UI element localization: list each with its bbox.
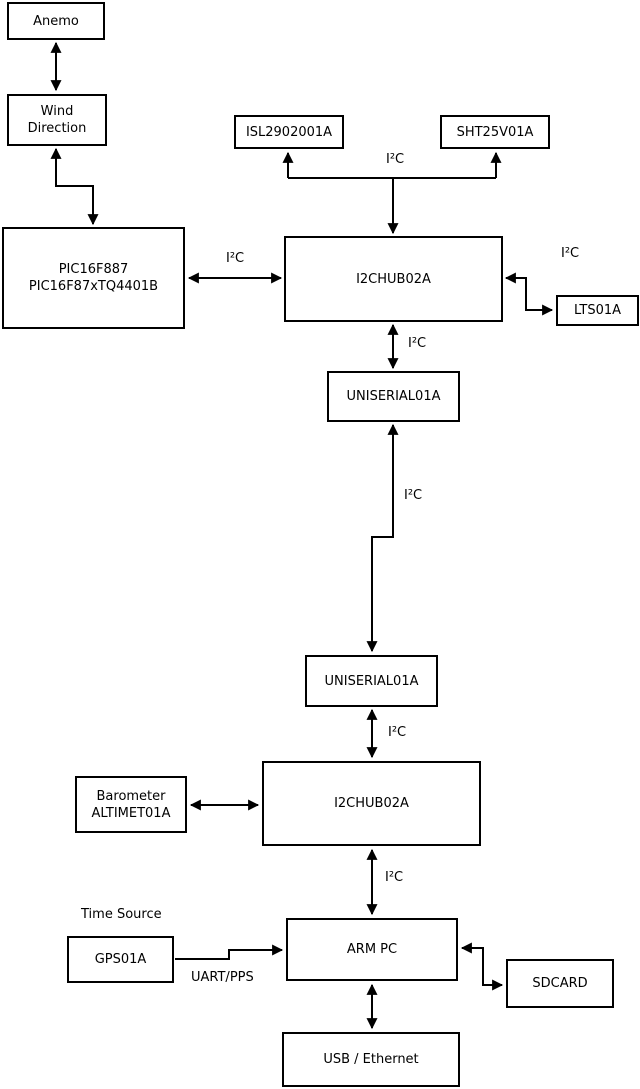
node-label: Wind [40, 104, 74, 119]
node-label: LTS01A [573, 303, 622, 318]
node-label: ARM PC [346, 942, 398, 957]
edge-label-i2c-long: I²C [404, 488, 423, 503]
node-label: I2CHUB02A [334, 796, 409, 811]
edge-label-uart-pps: UART/PPS [191, 970, 254, 985]
node-label: USB / Ethernet [323, 1052, 419, 1067]
node-sht25v01a: SHT25V01A [440, 115, 550, 149]
edge-gps-armpc [175, 944, 284, 960]
edge-hub1-lts [504, 272, 554, 316]
edge-label-time-source: Time Source [81, 907, 162, 922]
node-arm-pc: ARM PC [286, 918, 458, 981]
node-label: ISL2902001A [245, 124, 333, 140]
node-label: UNISERIAL01A [346, 389, 441, 404]
edge-label-i2c-uniserial-hub2: I²C [388, 725, 407, 740]
edge-label-i2c-hub2-arm: I²C [385, 870, 404, 885]
node-gps01a: GPS01A [67, 936, 174, 983]
node-i2chub02a-lower: I2CHUB02A [262, 761, 481, 846]
node-label: PIC16F887 [58, 262, 129, 277]
node-label: Direction [27, 121, 87, 136]
node-sdcard: SDCARD [506, 959, 614, 1008]
node-pic16f887: PIC16F887 PIC16F87xTQ4401B [2, 227, 185, 329]
edge-label-i2c-sensors: I²C [386, 152, 405, 167]
edge-winddirection-pic [50, 147, 99, 226]
edge-uniserial1-uniserial2 [366, 423, 399, 653]
node-usb-ethernet: USB / Ethernet [282, 1032, 460, 1087]
node-label: PIC16F87xTQ4401B [28, 279, 159, 294]
node-label: UNISERIAL01A [324, 673, 419, 689]
edge-label-i2c-hub1-uniserial: I²C [408, 336, 427, 351]
node-anemo: Anemo [7, 2, 105, 40]
node-label: Anemo [33, 13, 79, 29]
node-label: SHT25V01A [456, 124, 534, 140]
node-uniserial01a-upper: UNISERIAL01A [327, 371, 460, 422]
edge-label-i2c-pic: I²C [226, 251, 245, 266]
node-label: GPS01A [94, 952, 147, 967]
node-label: Barometer [96, 788, 166, 804]
node-isl2902001a: ISL2902001A [234, 115, 344, 149]
node-label: I2CHUB02A [356, 271, 431, 287]
node-label: ALTIMET01A [91, 805, 171, 821]
node-i2chub02a-upper: I2CHUB02A [284, 236, 503, 322]
node-wind-direction: Wind Direction [7, 94, 107, 146]
node-barometer-altimet01a: Barometer ALTIMET01A [75, 776, 187, 833]
node-lts01a: LTS01A [556, 295, 639, 326]
node-uniserial01a-lower: UNISERIAL01A [305, 655, 438, 707]
edge-armpc-sdcard [460, 942, 504, 991]
edge-label-i2c-lts: I²C [561, 246, 580, 261]
node-label: SDCARD [532, 976, 588, 991]
